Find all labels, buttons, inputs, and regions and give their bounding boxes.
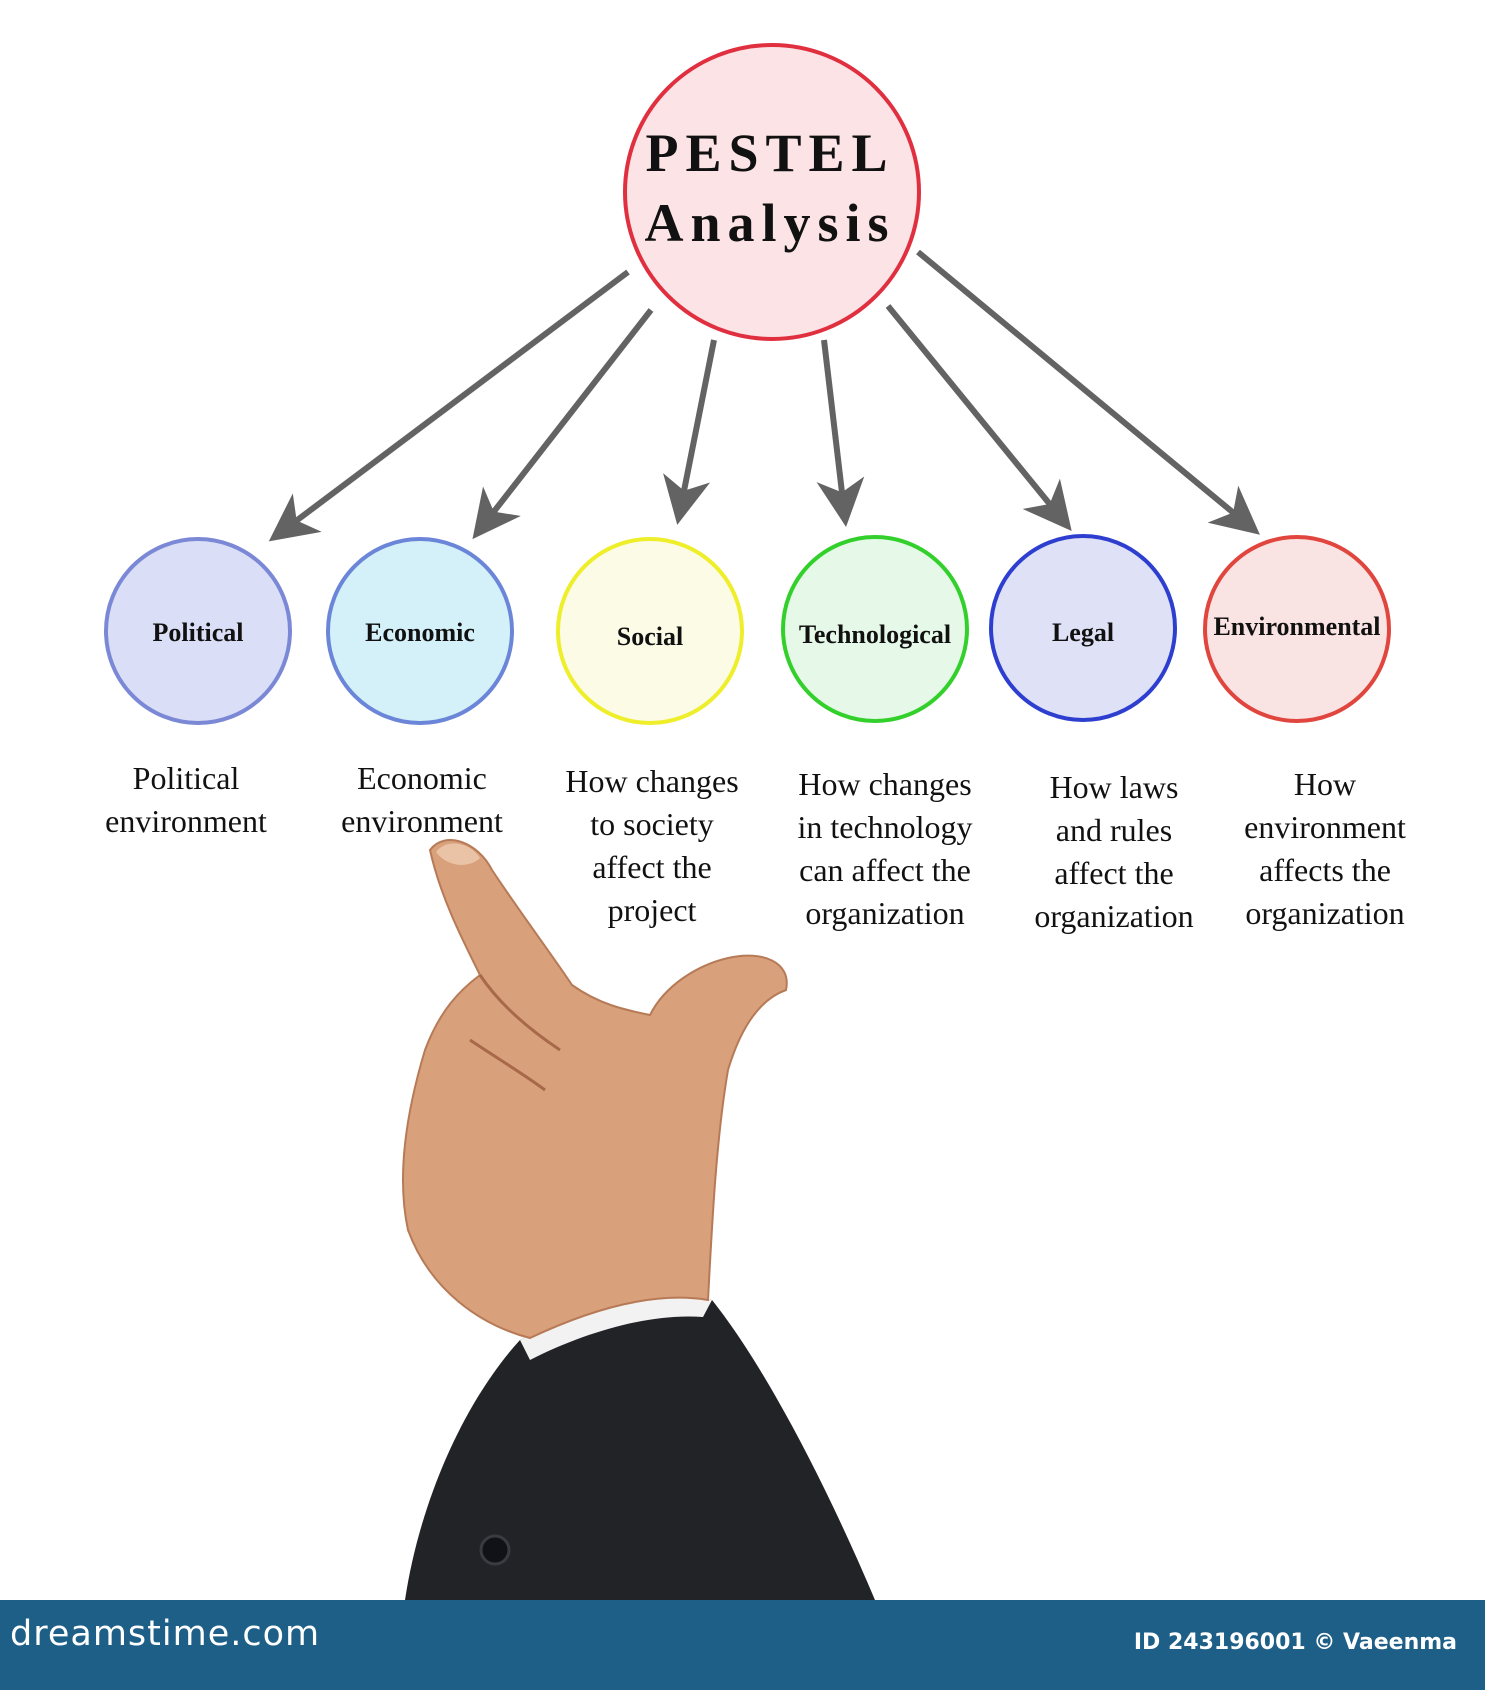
suit-sleeve [405,1297,875,1600]
center-circle [623,43,921,341]
description-line: environment [105,803,267,839]
description-line: and rules [1055,812,1173,848]
node-circle-political [104,537,292,725]
shirt-cuff [520,1297,712,1360]
sleeve-button [479,1534,511,1566]
description-line: organization [1034,898,1194,934]
pestel-diagram [104,43,1391,1600]
arrow-to-environmental [916,249,1260,535]
node-circle-social [556,537,744,725]
node-description-technological: How changes in technology can affect the or… [775,763,995,935]
arrow-to-legal [885,304,1072,531]
arrow-to-technological [816,339,865,527]
node-label-social: Social [616,622,684,651]
description-line: How changes [565,763,739,799]
fingernail [436,843,480,865]
description-line: How changes [798,766,972,802]
arrow-to-social [663,339,717,525]
center-title-line-2: Analysis [644,193,896,253]
node-label-environmental: Environmental [1213,612,1381,641]
image-credit: ID 243196001 © Vaeenma [1133,1630,1457,1655]
arrow-to-economic [472,308,654,540]
node-circle-technological [781,535,969,723]
center-title: PESTEL Analysis [625,118,915,258]
description-line: environment [341,803,503,839]
node-label-economic: Economic [365,618,475,647]
description-line: affects the [1259,852,1391,888]
description-line: project [607,892,697,928]
node-label-legal: Legal [1051,618,1115,647]
description-line: affect the [592,849,712,885]
description-line: affect the [1054,855,1174,891]
node-circle-legal [989,534,1177,722]
description-line: environment [1244,809,1406,845]
description-line: organization [805,895,965,931]
description-line: Political [132,760,240,796]
center-title-line-1: PESTEL [645,123,895,183]
node-label-political: Political [152,618,244,647]
description-line: Economic [357,760,487,796]
hand [402,839,788,1340]
description-line: in technology [797,809,973,845]
description-line: to society [590,806,714,842]
node-description-social: How changes to society affect the project [542,760,762,932]
description-line: How [1293,766,1357,802]
finger-crease [469,974,561,1092]
pointing-hand-illustration [402,839,875,1600]
footer-bar: dreamstime.com ID 243196001 © Vaeenma [0,1600,1485,1690]
node-description-political: Political environment [76,757,296,843]
node-circle-economic [326,537,514,725]
description-line: organization [1245,895,1405,931]
node-description-economic: Economic environment [312,757,532,843]
description-line: How laws [1049,769,1179,805]
node-label-technological: Technological [798,620,952,649]
node-description-environmental: How environment affects the organization [1215,763,1435,935]
description-line: can affect the [799,852,971,888]
node-circle-environmental [1203,535,1391,723]
arrow-to-political [268,269,630,542]
node-description-legal: How laws and rules affect the organization [1004,766,1224,938]
brand-logo: dreamstime.com [10,1614,321,1654]
